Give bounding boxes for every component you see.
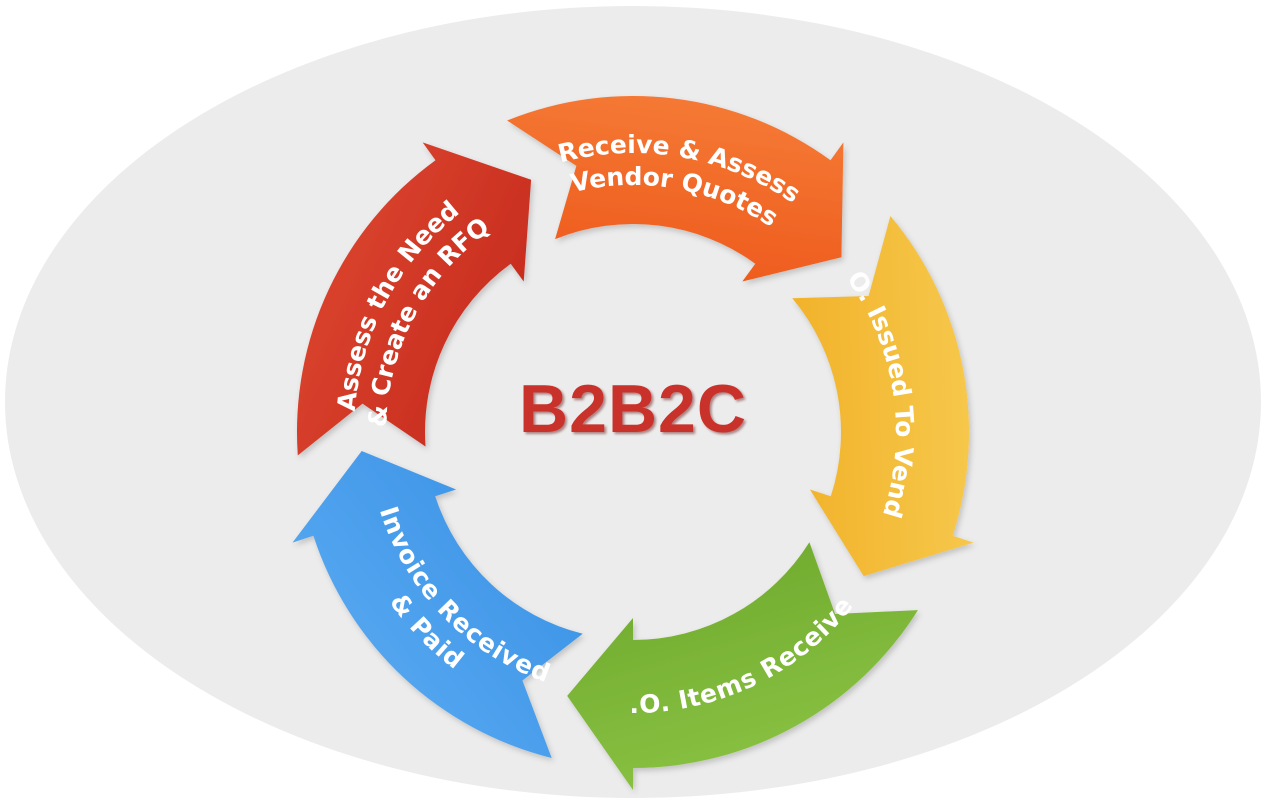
center-title: B2B2C: [519, 371, 747, 447]
cycle-arrow-items: [567, 542, 918, 790]
cycle-arrow-issued: [792, 216, 974, 577]
cycle-arrow-invoice: [292, 451, 583, 758]
cycle-arrow-receive: [507, 96, 844, 282]
cycle-arrow-assess: [296, 142, 532, 456]
cycle-segments: [292, 96, 974, 790]
background-ellipse: [5, 6, 1261, 798]
